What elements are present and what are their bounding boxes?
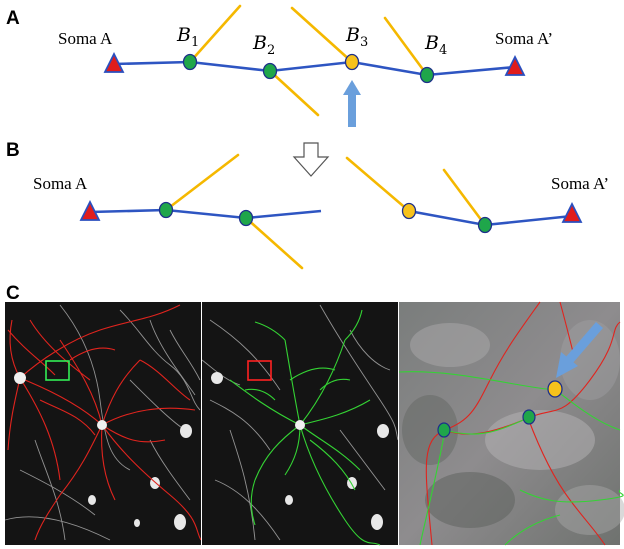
soma-a-prime-triangle-b — [561, 201, 583, 223]
b1-node — [182, 53, 198, 71]
side-branches-a — [188, 4, 429, 117]
b1-label: B1 — [176, 24, 199, 50]
main-path-a — [113, 60, 516, 77]
soma-a-prime-label: Soma A’ — [495, 29, 553, 48]
panel-b: B Soma A Soma A’ — [6, 140, 609, 270]
panel-c-letter: C — [6, 283, 20, 304]
down-arrow-icon — [292, 142, 330, 177]
soma-a-prime-label-b: Soma A’ — [551, 174, 609, 193]
microscopy-image-red — [4, 302, 202, 545]
soma-a-triangle-b — [79, 199, 101, 221]
pointer-arrow-a — [343, 80, 361, 127]
side-branches-b — [164, 153, 487, 270]
soma-a-triangle — [103, 51, 125, 73]
zoom-node-green-left — [437, 422, 451, 438]
b3-node — [344, 53, 360, 71]
b2-node — [262, 62, 278, 80]
b1-node-b — [158, 201, 174, 219]
zoom-node-yellow — [547, 380, 563, 398]
panel-b-letter: B — [6, 140, 20, 161]
soma-a-label: Soma A — [58, 29, 113, 48]
microscopy-image-green — [201, 302, 399, 546]
pointer-arrow-c — [556, 322, 603, 378]
zoom-node-green-right — [522, 409, 536, 425]
soma-a-prime-triangle — [504, 54, 526, 76]
soma-a-label-b: Soma A — [33, 174, 88, 193]
panel-a: A Soma A Soma A’ B1 B2 B3 B4 — [6, 4, 553, 127]
roi-box-red — [247, 360, 272, 381]
roi-box-green — [45, 360, 70, 381]
b4-node — [419, 66, 435, 84]
b4-label: B4 — [424, 32, 447, 58]
b2-node-b — [238, 209, 254, 227]
left-fragment-path — [89, 208, 322, 220]
b4-node-b — [477, 216, 493, 234]
zoomed-region — [398, 301, 624, 546]
b2-label: B2 — [252, 32, 275, 58]
b3-label: B3 — [345, 24, 368, 50]
panel-c: C — [4, 283, 624, 546]
panel-a-letter: A — [6, 8, 20, 29]
b3-node-b — [401, 202, 417, 220]
